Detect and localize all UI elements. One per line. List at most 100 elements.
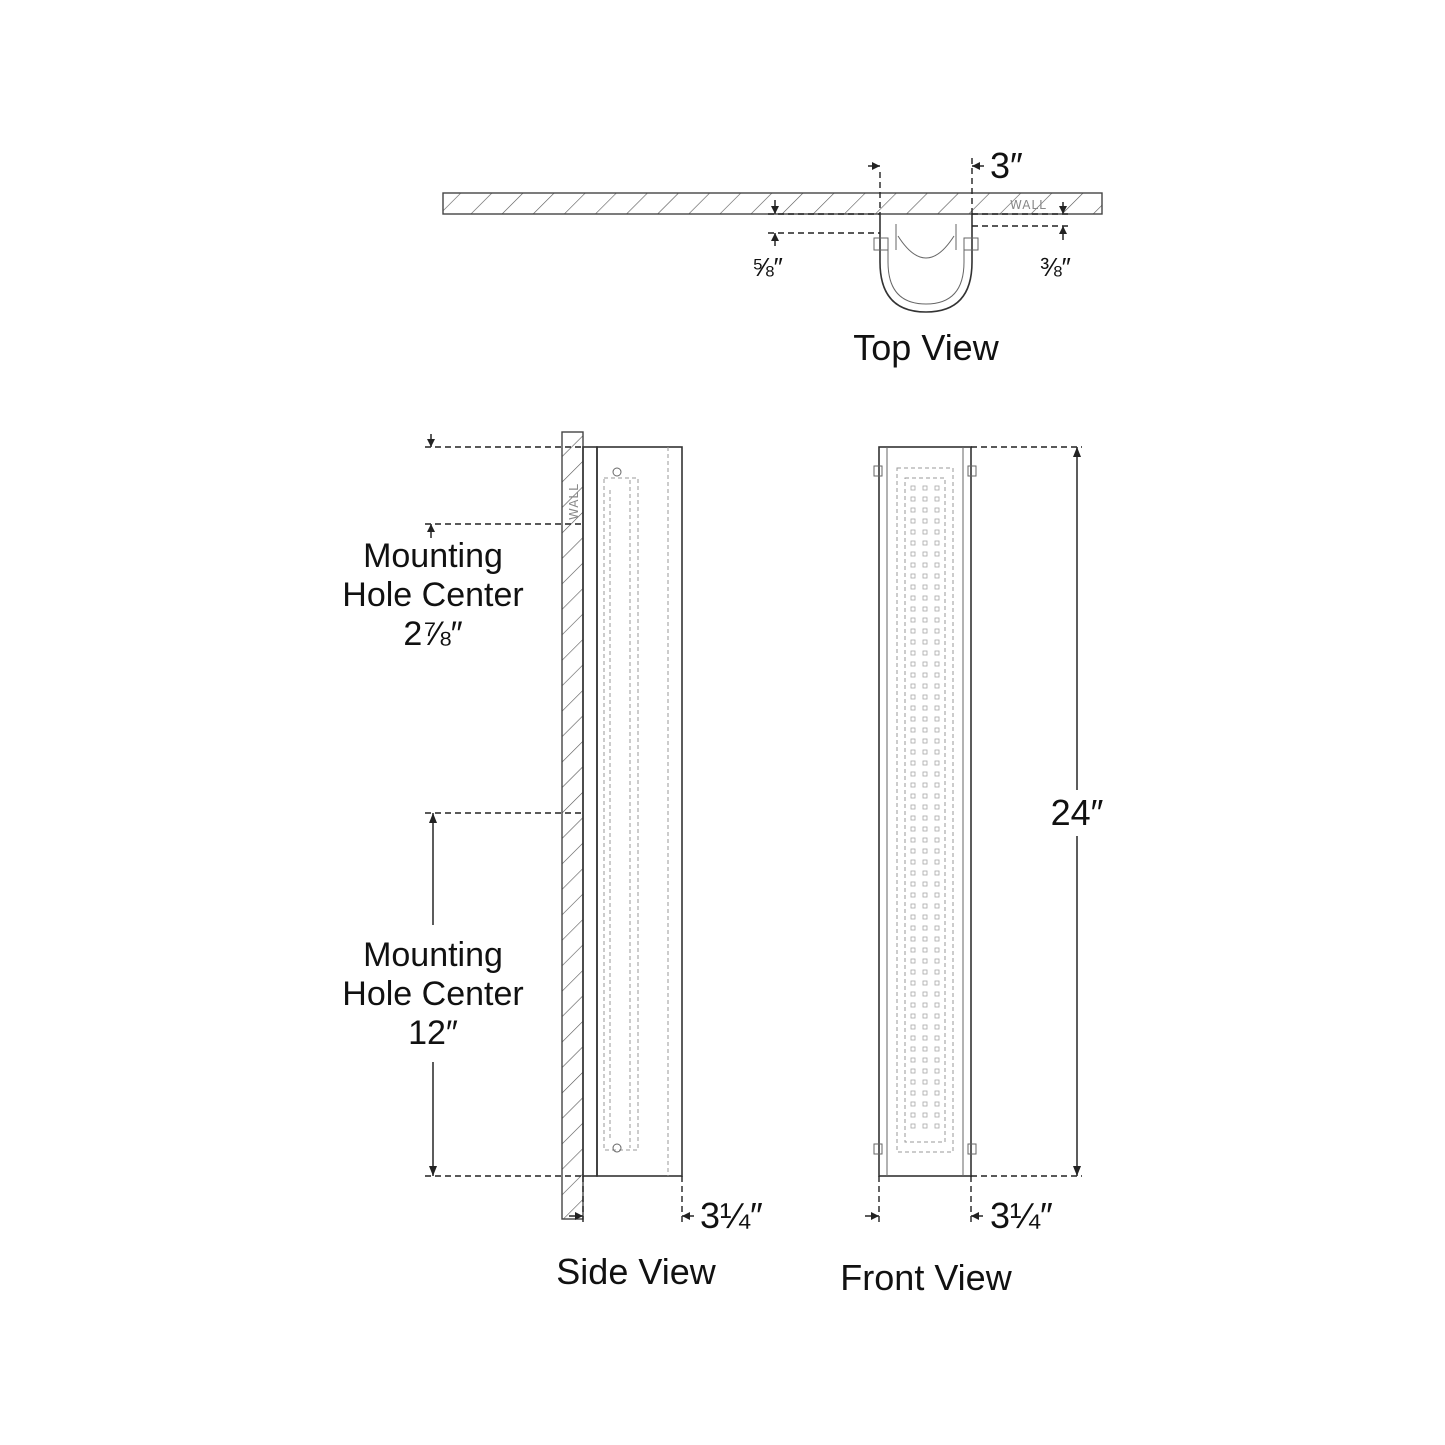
led-dot (922, 969, 928, 975)
led-dot (934, 1002, 940, 1008)
led-dot (934, 881, 940, 887)
led-dot (910, 727, 916, 733)
led-dot (910, 606, 916, 612)
side-view-title: Side View (556, 1251, 716, 1292)
upper-hole-line2: Hole Center (342, 576, 523, 614)
led-dot (922, 1112, 928, 1118)
led-dot (922, 749, 928, 755)
led-dot (934, 1079, 940, 1085)
led-dot (910, 793, 916, 799)
top-plate-left-dimension: ⅝″ (752, 252, 783, 282)
top-wall-section (442, 192, 1103, 215)
top-view-title: Top View (853, 327, 999, 368)
led-dot (910, 518, 916, 524)
led-dot (934, 518, 940, 524)
front-fixture-body (878, 446, 972, 1177)
side-view: WALL Mounting Hole Center 2⅞″ Mounting H… (342, 431, 763, 1292)
led-dot (934, 485, 940, 491)
led-dot (934, 507, 940, 513)
led-dot (934, 815, 940, 821)
led-dot (910, 1002, 916, 1008)
led-dot (910, 848, 916, 854)
led-dot (934, 837, 940, 843)
top-view: WALL 3″ ⅝″ ⅜″ Top View (442, 145, 1103, 368)
led-dot (910, 991, 916, 997)
front-view: 24″ 3¼″ Front View (840, 446, 1104, 1298)
led-dot (910, 540, 916, 546)
led-dot (910, 958, 916, 964)
led-dot (934, 1024, 940, 1030)
top-width-dimension: 3″ (990, 145, 1023, 186)
led-dot (934, 826, 940, 832)
led-dot (934, 529, 940, 535)
led-dot (910, 617, 916, 623)
led-dot (934, 573, 940, 579)
led-dot (922, 562, 928, 568)
led-dot (922, 782, 928, 788)
top-fixture-body (879, 214, 973, 313)
led-dot (910, 672, 916, 678)
led-dot (910, 749, 916, 755)
led-dot (934, 496, 940, 502)
led-dot (922, 683, 928, 689)
led-dot (922, 958, 928, 964)
led-dot (922, 826, 928, 832)
led-dot (910, 1057, 916, 1063)
led-dot (910, 1068, 916, 1074)
led-dot (910, 650, 916, 656)
led-dot (922, 881, 928, 887)
led-dot (922, 606, 928, 612)
led-dot (934, 540, 940, 546)
led-dot (934, 727, 940, 733)
led-dot (910, 562, 916, 568)
led-dot (922, 650, 928, 656)
led-dot (910, 529, 916, 535)
led-dot (922, 529, 928, 535)
led-dot (922, 496, 928, 502)
led-dot (922, 1079, 928, 1085)
led-dot (910, 925, 916, 931)
led-dot (934, 793, 940, 799)
led-dot (922, 892, 928, 898)
led-dot (922, 991, 928, 997)
lower-hole-value: 12″ (408, 1014, 458, 1052)
led-dot (934, 914, 940, 920)
led-dot (934, 925, 940, 931)
led-dot (934, 859, 940, 865)
led-dot (910, 595, 916, 601)
led-dot (922, 903, 928, 909)
led-dot (934, 771, 940, 777)
led-dot (910, 507, 916, 513)
led-dot (910, 573, 916, 579)
led-dot (910, 782, 916, 788)
upper-hole-line1: Mounting (363, 537, 503, 575)
led-dot (922, 672, 928, 678)
upper-hole-value: 2⅞″ (403, 615, 462, 653)
led-dot (910, 496, 916, 502)
led-dot (910, 837, 916, 843)
led-dot (922, 947, 928, 953)
led-dot (922, 1101, 928, 1107)
led-dot (922, 1068, 928, 1074)
led-dot (922, 540, 928, 546)
led-dot (934, 1123, 940, 1129)
led-dot (910, 903, 916, 909)
led-dot (922, 1057, 928, 1063)
led-dot (910, 914, 916, 920)
side-fixture-body (596, 446, 683, 1177)
led-dot (910, 826, 916, 832)
led-dot (922, 859, 928, 865)
led-dot (934, 804, 940, 810)
led-dot (910, 892, 916, 898)
led-dot (922, 914, 928, 920)
led-dot (910, 815, 916, 821)
led-dot (922, 1123, 928, 1129)
led-dot (934, 1112, 940, 1118)
led-dot (934, 749, 940, 755)
side-wall-section (561, 431, 584, 1220)
led-dot (922, 848, 928, 854)
led-dot (922, 727, 928, 733)
led-dot (910, 969, 916, 975)
led-dot (910, 1079, 916, 1085)
led-dot (934, 705, 940, 711)
